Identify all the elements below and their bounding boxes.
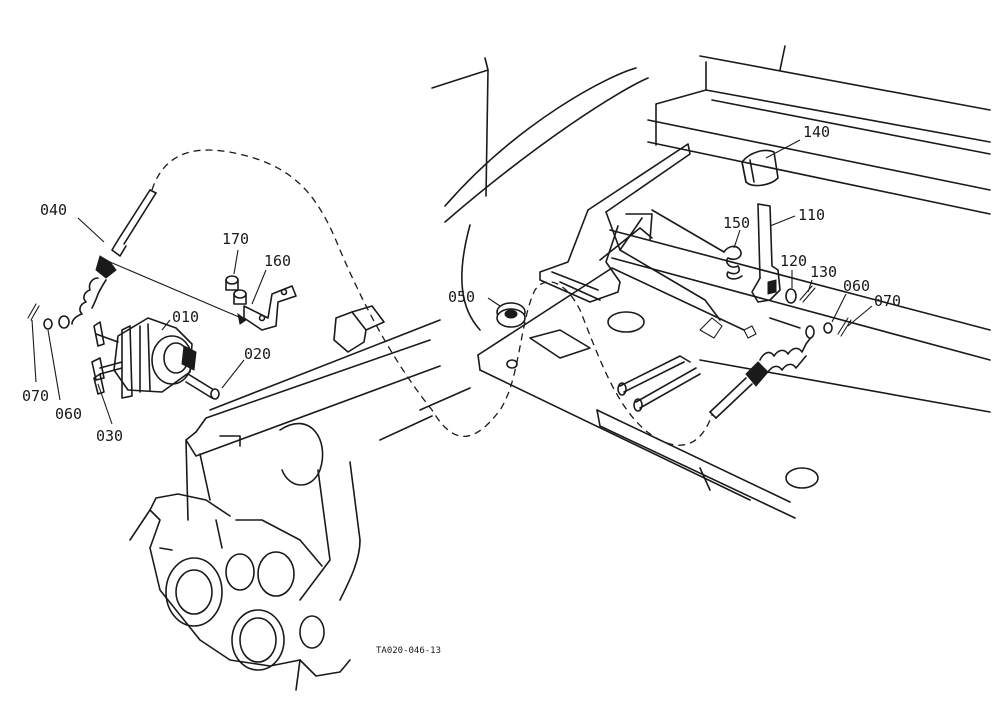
callout-130: 130	[810, 263, 837, 281]
floor-plate	[477, 267, 819, 519]
reference-code: TA020-046-13	[376, 646, 441, 656]
callout-110: 110	[798, 206, 825, 224]
callout-050: 050	[448, 288, 475, 306]
callout-030: 030	[96, 427, 123, 445]
pedal-assembly	[539, 143, 721, 321]
callout-160: 160	[264, 252, 291, 270]
cable-end-left	[58, 189, 157, 329]
washer-clip	[785, 285, 816, 304]
callout-140: 140	[803, 123, 830, 141]
throttle-cable	[151, 149, 713, 446]
callout-labels: 140 110 150 120 130 060 070 050 040 170 …	[22, 123, 901, 445]
leader-lines	[31, 139, 873, 425]
left-washer-pin	[27, 303, 53, 330]
callout-060-left: 060	[55, 405, 82, 423]
right-washer-pin	[823, 317, 852, 337]
callout-150: 150	[723, 214, 750, 232]
gear-case	[129, 493, 351, 691]
pedal-pad	[741, 149, 779, 187]
engine-housing	[185, 305, 471, 601]
pedal-arm	[751, 203, 781, 303]
callout-010: 010	[172, 308, 199, 326]
callout-120: 120	[780, 252, 807, 270]
plunger-rod	[185, 373, 220, 400]
tractor-body-outline	[431, 45, 991, 413]
callout-070-left: 070	[22, 387, 49, 405]
callout-040: 040	[40, 201, 67, 219]
bracket	[243, 285, 297, 331]
callout-060-right: 060	[843, 277, 870, 295]
callout-070-right: 070	[874, 292, 901, 310]
callout-170: 170	[222, 230, 249, 248]
callout-020: 020	[244, 345, 271, 363]
mounting-bolts	[91, 357, 123, 395]
return-spring	[651, 209, 743, 280]
solenoid	[93, 317, 197, 399]
bolt-pair	[225, 275, 247, 305]
floor-rods	[617, 317, 757, 412]
cable-end-right	[709, 317, 815, 419]
grommet	[496, 302, 526, 328]
